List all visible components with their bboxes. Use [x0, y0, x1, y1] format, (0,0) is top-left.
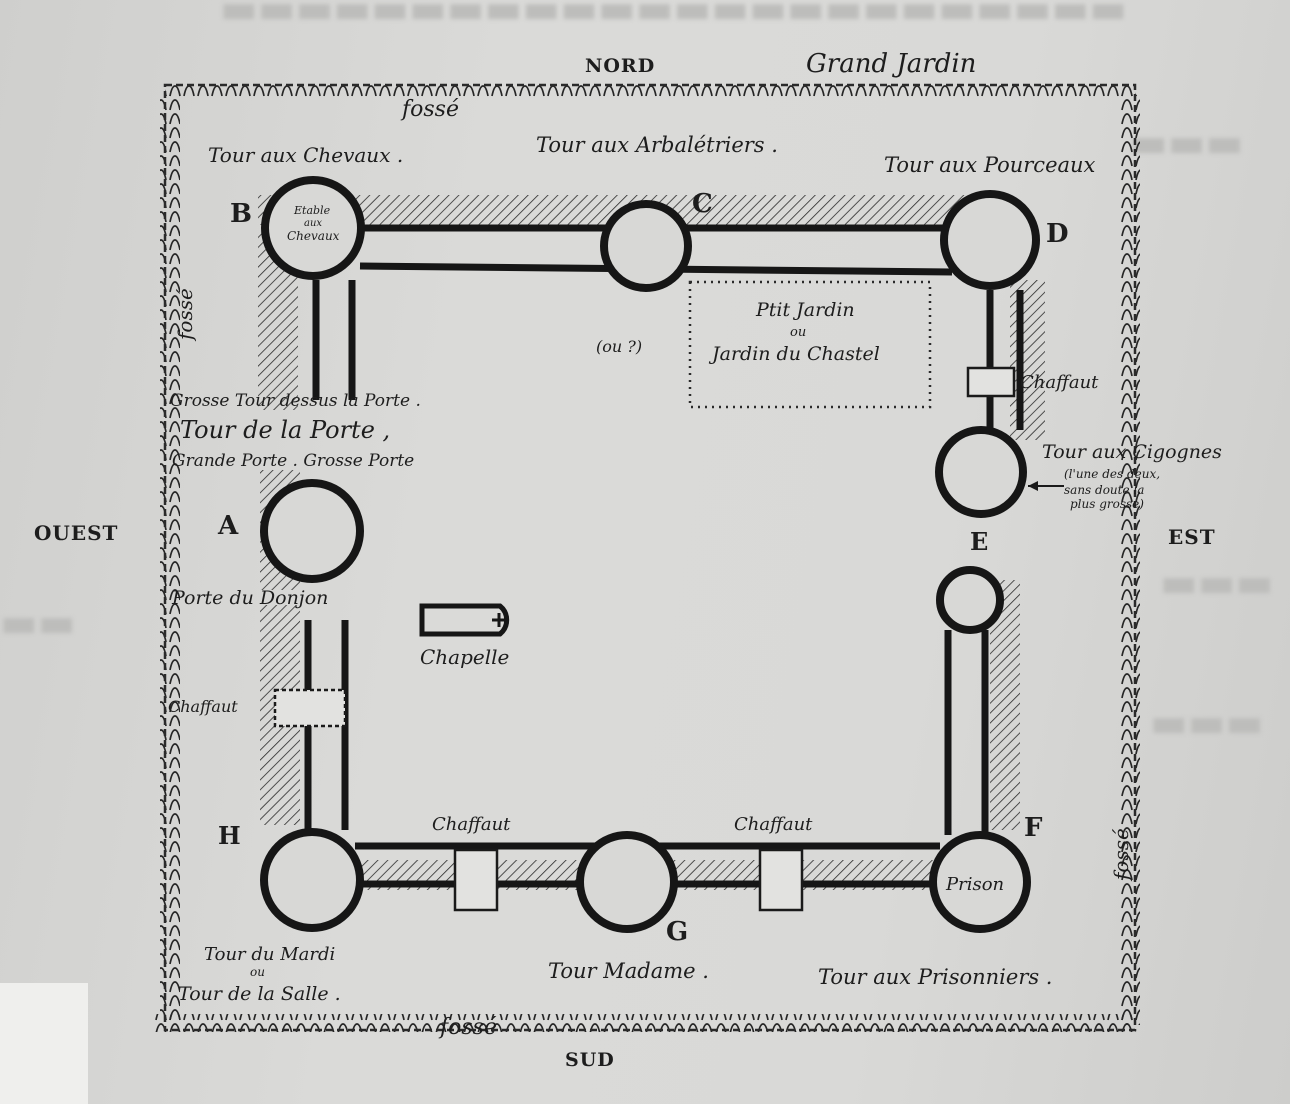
cigognes-arrowhead: [1028, 481, 1038, 491]
label-prison: Prison: [945, 874, 1004, 895]
tower-g: [576, 831, 678, 933]
letter-d: D: [1046, 219, 1069, 249]
blurred-text-line: ▬▬▬: [1130, 120, 1244, 166]
label-tour-madame: Tour Madame .: [548, 959, 709, 983]
label-south: SUD: [565, 1049, 615, 1071]
label-moat-top: fossé: [400, 97, 459, 122]
letter-c: C: [692, 189, 713, 219]
label-etable-1: Etable: [293, 204, 331, 217]
label-grosse-tour: Grosse Tour dessus la Porte .: [170, 391, 421, 411]
petit-jardin-enclosure: [688, 280, 932, 409]
label-tour-mardi-2: ou: [250, 965, 265, 979]
label-etable-2: aux: [304, 218, 322, 229]
label-tour-chevaux: Tour aux Chevaux .: [208, 143, 403, 167]
label-east: EST: [1168, 525, 1216, 549]
label-grande-porte: Grande Porte . Grosse Porte: [172, 451, 414, 471]
wall-hatching: [258, 195, 1045, 890]
blurred-text-line: ▬▬: [0, 600, 76, 646]
tower-h: [260, 828, 364, 932]
curtain-walls: [304, 224, 1024, 888]
label-tour-arbaletriers: Tour aux Arbalétriers .: [536, 133, 778, 157]
label-west: OUEST: [34, 521, 118, 545]
label-petit-jardin-1: Ptit Jardin: [755, 299, 855, 321]
label-etable-3: Chevaux: [287, 229, 340, 243]
letter-e: E: [970, 527, 988, 556]
label-moat-bottom: fossé: [438, 1015, 497, 1040]
letter-a: A: [217, 511, 239, 541]
tower-cigognes: [935, 426, 1027, 518]
label-porte-donjon: Porte du Donjon: [171, 587, 328, 609]
label-chapelle: Chapelle: [420, 645, 509, 669]
label-tour-prisonniers: Tour aux Prisonniers .: [818, 965, 1053, 989]
label-tour-porte: Tour de la Porte ,: [180, 416, 390, 444]
moat: [155, 83, 1140, 1032]
letter-b: B: [230, 199, 252, 229]
label-tour-mardi-1: Tour du Mardi: [204, 944, 335, 965]
label-puits: (ou ?): [596, 337, 642, 356]
label-cigognes-note-2: sans doute la: [1064, 483, 1144, 497]
tower-a: [260, 479, 364, 583]
tower-c: [600, 200, 692, 292]
chapelle-symbol: [419, 603, 510, 637]
tower-b: [261, 176, 365, 280]
paper-corner: [0, 983, 88, 1104]
letter-f: F: [1024, 813, 1043, 843]
tower-e: [936, 566, 1004, 634]
towers: [260, 176, 1040, 933]
label-chaffaut-west: Chaffaut: [168, 697, 238, 716]
label-moat-right: fossé: [1109, 828, 1133, 882]
label-petit-jardin-3: Jardin du Chastel: [708, 343, 880, 365]
label-tour-cigognes: Tour aux Cigognes: [1042, 441, 1222, 463]
label-cigognes-note-3: plus grosse): [1070, 497, 1144, 511]
label-chaffaut-south-1: Chaffaut: [432, 814, 511, 835]
label-chaffaut-south-2: Chaffaut: [734, 814, 813, 835]
letter-g: G: [666, 917, 688, 947]
label-tour-mardi-3: Tour de la Salle .: [178, 983, 341, 1005]
tower-f: [929, 831, 1031, 933]
label-moat-left: fossé: [173, 288, 197, 342]
label-north: NORD: [585, 55, 655, 77]
label-tour-pourceaux: Tour aux Pourceaux: [884, 153, 1096, 177]
label-petit-jardin-2: ou: [790, 325, 806, 340]
label-chaffaut-east: Chaffaut: [1020, 372, 1099, 393]
chaffaut-boxes: [273, 366, 1016, 912]
blurred-text-line: ▬▬▬: [1160, 560, 1274, 606]
label-cigognes-note-1: (l'une des deux,: [1064, 467, 1160, 481]
tower-d: [940, 190, 1040, 290]
letter-h: H: [218, 821, 241, 850]
label-grand-jardin: Grand Jardin: [806, 49, 976, 79]
blurred-text-line: ▬▬▬: [1150, 700, 1264, 746]
blurred-text-line: ▬▬▬▬▬▬▬▬▬▬▬▬▬▬▬▬▬▬▬▬▬▬▬▬: [220, 0, 1128, 32]
